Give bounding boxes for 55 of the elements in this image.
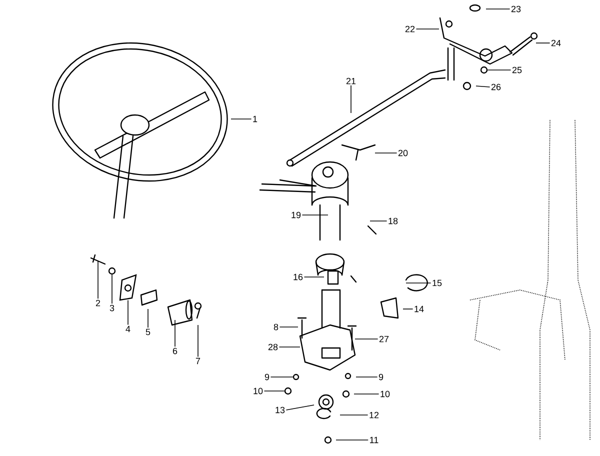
callout-number: 10 [254,388,263,394]
leader-line [264,390,285,392]
callout-number: 1 [253,116,258,122]
leader-line [278,346,300,348]
leader-line [374,152,398,154]
leader-line [286,404,314,410]
callout-number: 6 [172,348,178,354]
callout-number: 11 [370,436,378,444]
callout-number: 2 [96,300,100,306]
callout-number: 4 [126,326,130,332]
callout-number: 12 [370,412,379,418]
callout-number: 14 [414,306,424,312]
leader-line [486,8,510,10]
leader-line [406,282,432,284]
callout-number: 26 [491,84,501,90]
callout-number: 23 [511,6,521,12]
callout-number: 25 [512,66,522,74]
callout-number: 9 [378,374,384,380]
leader-line [174,320,176,348]
callout-number: 19 [292,212,301,218]
plate-part [119,274,137,301]
callout-number: 18 [388,218,398,224]
callout-number: 28 [268,344,278,350]
callout-number: 15 [432,280,442,286]
callout-number: 10 [380,390,390,398]
washer-part [284,387,292,395]
leader-line [370,220,388,222]
callout-number: 24 [551,40,561,46]
callout-number: 16 [294,274,303,280]
callout-number: 8 [274,324,278,330]
leader-line [279,326,298,328]
leader-line [340,414,368,416]
leader-line [536,42,550,44]
callout-number: 5 [146,328,150,336]
washer-part [292,374,300,380]
callout-number: 3 [110,304,114,312]
callout-number: 20 [398,150,408,156]
leader-line [350,84,352,114]
callout-number: 22 [405,26,415,32]
leader-line [304,276,324,278]
callout-number: 7 [196,358,200,364]
leader-line [230,118,252,120]
leader-line [356,376,378,378]
callout-number: 27 [379,336,389,342]
leader-line [416,28,440,30]
callout-number: 13 [276,406,285,414]
callout-number: 21 [346,78,356,84]
leader-line [354,338,378,340]
leader-line [302,214,328,216]
callout-number: 9 [264,374,270,380]
washer-part [480,66,488,74]
washer-part [108,267,116,275]
leader-line [270,376,294,378]
leader-line [402,308,414,310]
leader-line [476,86,490,88]
